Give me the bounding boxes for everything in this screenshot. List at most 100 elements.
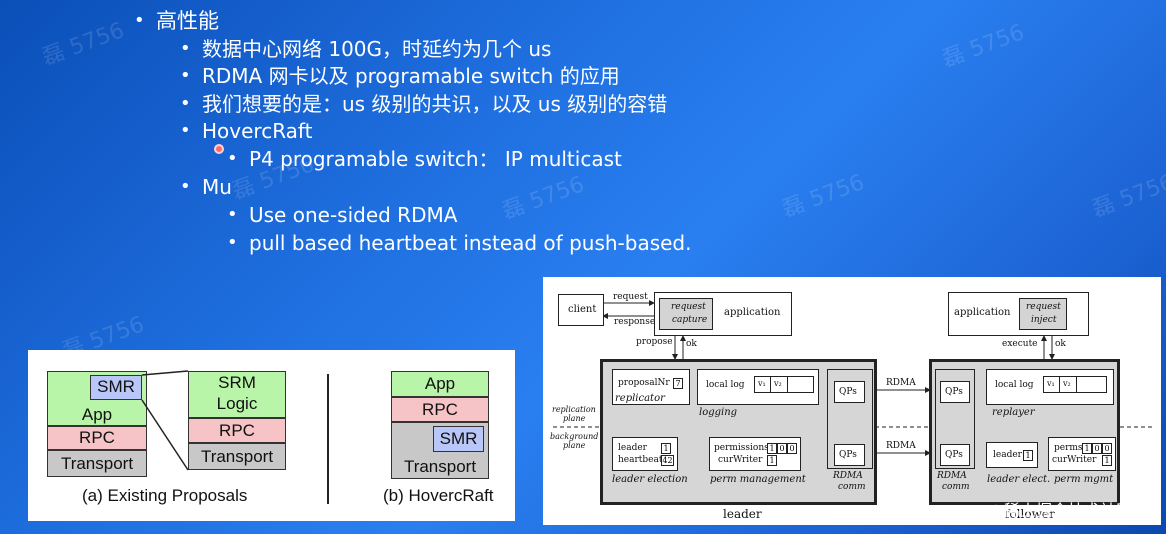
bullet-level1: •高性能 bbox=[134, 8, 219, 34]
leader-election-label: leader election bbox=[612, 474, 688, 485]
bullet-level3: • P4 programable switch： IP multicast bbox=[227, 146, 622, 172]
application-label-follower: application bbox=[954, 307, 1011, 318]
bullet-level3: •Use one-sided RDMA bbox=[227, 202, 457, 228]
perm-value-2: 0 bbox=[787, 443, 797, 454]
background-plane-label-1: background bbox=[550, 432, 599, 441]
follower-node: QPs QPs RDMA comm local log v₁ v₂ replay… bbox=[929, 359, 1120, 505]
background-plane-label-2: plane bbox=[563, 441, 586, 450]
leader-caption: leader bbox=[723, 507, 762, 521]
caption-b: (b) HovercRaft bbox=[383, 486, 494, 505]
perm-value-0: 1 bbox=[767, 443, 777, 454]
perm-value-1: 0 bbox=[1092, 443, 1102, 454]
execute-label: execute bbox=[1002, 339, 1038, 349]
curwriter-label: curWriter bbox=[1052, 455, 1097, 465]
perm-management-box: permissions 1 0 0 curWriter 1 bbox=[709, 437, 801, 471]
qps-top-follower: QPs bbox=[940, 381, 970, 403]
qps-top: QPs bbox=[834, 381, 865, 403]
bullet-dot: • bbox=[180, 120, 191, 141]
bullet-text: Mu bbox=[202, 175, 232, 199]
request-inject-label-2: inject bbox=[1031, 315, 1057, 325]
qps-label: QPs bbox=[945, 450, 963, 460]
bullet-dot: • bbox=[227, 204, 238, 225]
proposalnr-value: 7 bbox=[673, 378, 683, 389]
log-divider bbox=[1059, 377, 1060, 392]
log-entries-follower: v₁ v₂ bbox=[1043, 376, 1107, 393]
rdma-comm-box-follower: QPs QPs bbox=[935, 369, 975, 469]
log-divider bbox=[1076, 377, 1077, 392]
request-inject-label-1: request bbox=[1026, 302, 1061, 312]
application-label-leader: application bbox=[724, 307, 781, 318]
zoom-lines bbox=[141, 370, 329, 504]
platform-watermark: @稀土掘金技术社区 bbox=[988, 501, 1133, 520]
curwriter-value: 1 bbox=[1102, 455, 1112, 466]
local-log-label: local log bbox=[995, 380, 1034, 390]
watermark: 磊 5756 bbox=[939, 20, 1028, 73]
replicator-label: replicator bbox=[615, 393, 665, 404]
mu-architecture-figure: client request response request capture … bbox=[543, 277, 1161, 525]
rdma-label-bottom: RDMA bbox=[886, 441, 916, 451]
rdma-label-top: RDMA bbox=[886, 378, 916, 388]
request-capture-label-2: capture bbox=[672, 315, 708, 325]
bullet-text: 我们想要的是：us 级别的共识，以及 us 级别的容错 bbox=[202, 92, 668, 116]
replication-plane-label-2: plane bbox=[563, 414, 586, 423]
bullet-level2: •RDMA 网卡以及 programable switch 的应用 bbox=[180, 63, 620, 89]
watermark: 磊 5756 bbox=[499, 172, 588, 225]
leader-field-label: leader bbox=[993, 450, 1022, 460]
propose-label: propose bbox=[636, 337, 673, 347]
replayer-label: replayer bbox=[992, 407, 1035, 418]
log-entries: v₁ v₂ bbox=[754, 376, 814, 393]
bullet-dot: • bbox=[180, 93, 191, 114]
leader-node: proposalNr 7 replicator local log v₁ v₂ … bbox=[600, 359, 877, 505]
log-entry-v2: v₂ bbox=[1063, 379, 1071, 388]
log-entry-v1: v₁ bbox=[758, 379, 766, 388]
watermark: 磊 5756 bbox=[779, 170, 868, 223]
log-divider bbox=[787, 377, 788, 392]
ok-label-leader: ok bbox=[686, 339, 697, 349]
srm-label: SRM bbox=[218, 373, 256, 392]
transport-label-b: Transport bbox=[403, 457, 477, 476]
app-layer-b: App bbox=[391, 371, 489, 397]
srm-logic-layer: SRM Logic bbox=[188, 371, 286, 418]
qps-bottom-follower: QPs bbox=[940, 444, 970, 466]
bullet-dot: • bbox=[227, 148, 238, 169]
replayer-box: local log v₁ v₂ bbox=[986, 369, 1114, 405]
bullet-text: RDMA 网卡以及 programable switch 的应用 bbox=[202, 64, 620, 88]
perm-management-label: perm management bbox=[710, 474, 806, 485]
heartbeat-label: heartbeat bbox=[618, 455, 663, 465]
bullet-text: pull based heartbeat instead of push-bas… bbox=[249, 231, 692, 255]
follower-caption: follower bbox=[1005, 507, 1055, 521]
rdma-comm-label-1: RDMA bbox=[937, 471, 967, 481]
logic-label: Logic bbox=[216, 394, 258, 413]
bullet-level2: • 数据中心网络 100G，时延约为几个 us bbox=[180, 36, 552, 62]
transport-layer: Transport bbox=[47, 450, 147, 477]
caption-a: (a) Existing Proposals bbox=[82, 486, 248, 505]
rpc-layer-b: RPC bbox=[391, 397, 489, 422]
bullet-text: HovercRaft bbox=[202, 119, 313, 143]
app-label: App bbox=[81, 405, 113, 424]
request-capture-label-1: request bbox=[671, 302, 706, 312]
perm-mgmt-box: perms 1 0 0 curWriter 1 bbox=[1048, 437, 1116, 471]
local-log-label: local log bbox=[706, 380, 745, 390]
qps-label: QPs bbox=[945, 387, 963, 397]
log-entry-v2: v₂ bbox=[774, 379, 782, 388]
perm-value-2: 0 bbox=[1102, 443, 1112, 454]
permissions-label: permissions bbox=[714, 443, 769, 453]
client-label: client bbox=[568, 304, 597, 315]
bullet-dot: • bbox=[180, 176, 191, 197]
qps-bottom: QPs bbox=[834, 444, 865, 466]
smr-block-b: SMR bbox=[433, 426, 484, 452]
bullet-level3: •pull based heartbeat instead of push-ba… bbox=[227, 230, 692, 256]
leader-field-value: 1 bbox=[1023, 450, 1033, 461]
bullet-text: P4 programable switch： IP multicast bbox=[249, 147, 622, 171]
hovercraft-figure: App SMR RPC Transport SRM Logic RPC Tran… bbox=[28, 350, 515, 521]
bullet-text: 数据中心网络 100G，时延约为几个 us bbox=[202, 37, 552, 61]
perm-mgmt-label: perm mgmt bbox=[1054, 474, 1114, 485]
bullet-text: 高性能 bbox=[156, 9, 219, 33]
perm-value-0: 1 bbox=[1082, 443, 1092, 454]
bullet-level2: • Mu bbox=[180, 174, 232, 200]
bullet-level2: • 我们想要的是：us 级别的共识，以及 us 级别的容错 bbox=[180, 91, 668, 117]
rpc-layer-2: RPC bbox=[188, 418, 286, 443]
bullet-dot: • bbox=[180, 38, 191, 59]
leader-elect-box: leader 1 bbox=[986, 442, 1038, 468]
request-capture-box: request capture bbox=[659, 298, 713, 330]
